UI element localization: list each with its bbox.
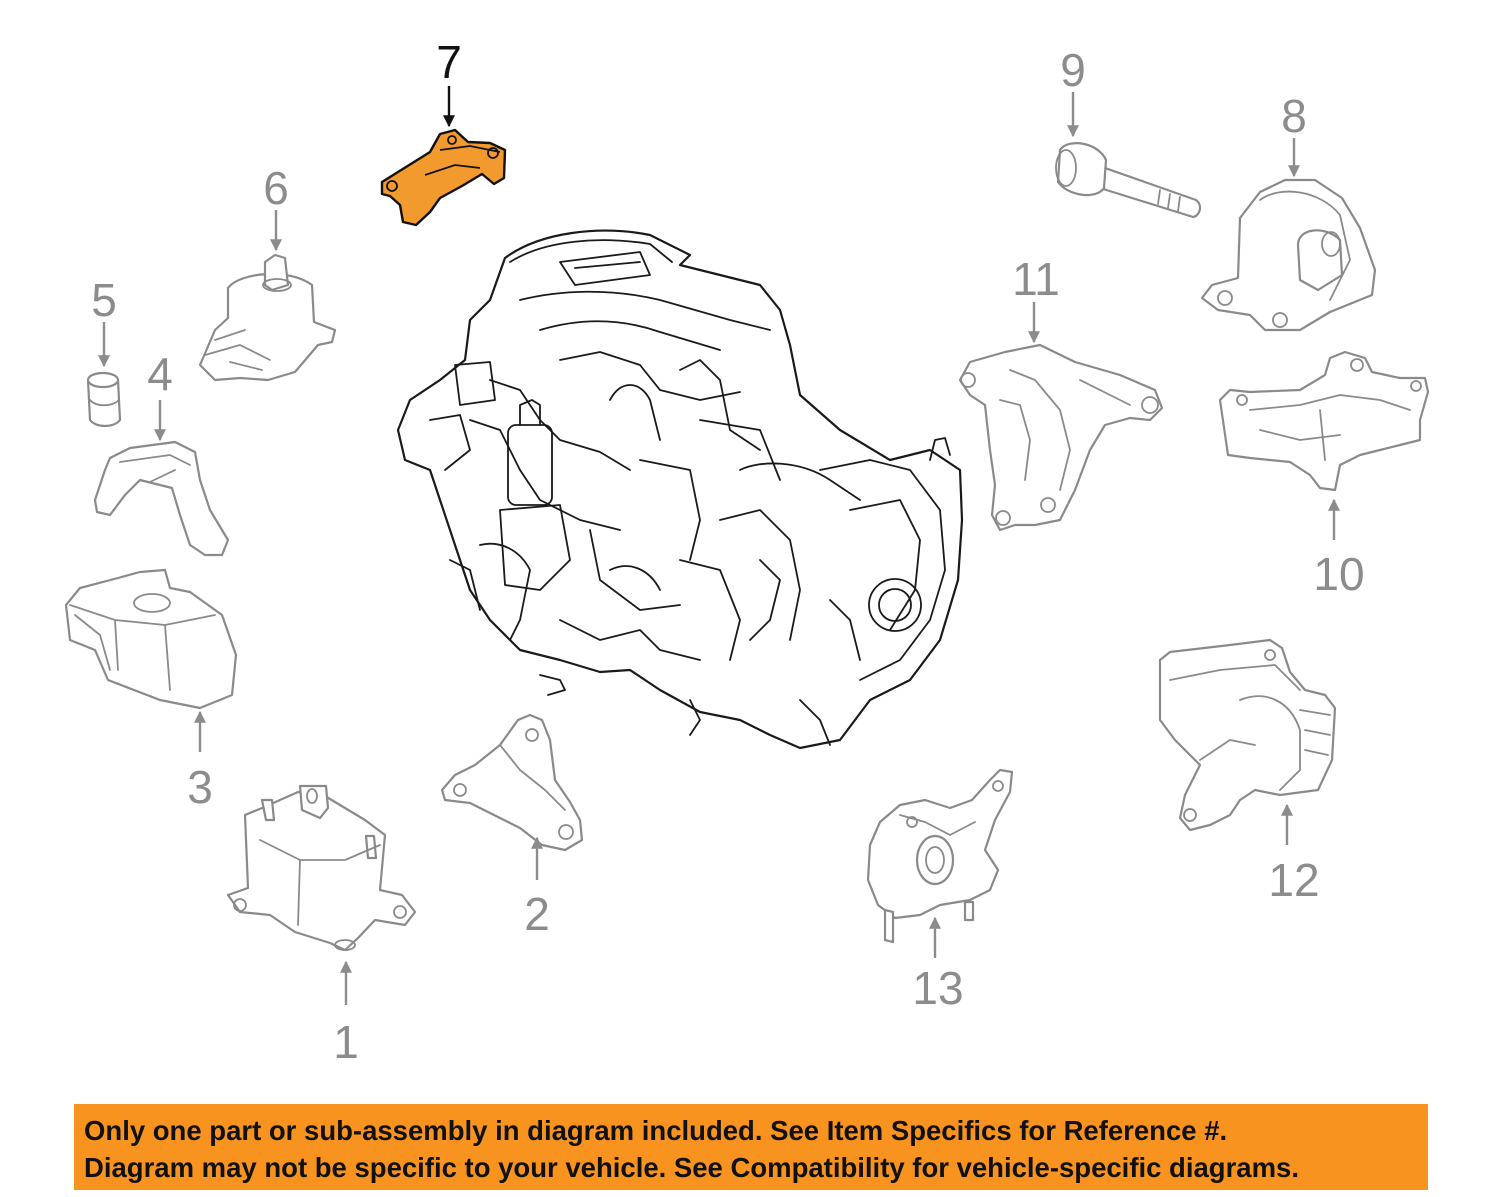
disclaimer-line-1: Only one part or sub-assembly in diagram…: [84, 1115, 1228, 1146]
callout-1: 1: [333, 960, 359, 1068]
callout-10-label: 10: [1313, 548, 1364, 600]
part-7-mount-bracket-highlighted: [380, 128, 507, 227]
part-5-bushing: [86, 371, 122, 428]
part-13-lower-mount: [866, 768, 1014, 944]
callout-4-label: 4: [147, 348, 173, 400]
callout-2-label: 2: [524, 888, 550, 940]
callout-7: 7: [436, 36, 462, 128]
callout-6-label: 6: [263, 162, 289, 214]
callout-4: 4: [147, 348, 173, 442]
callout-13-label: 13: [912, 962, 963, 1014]
parts-diagram: 1 2 3 4 5 6 7 8 9 10 11 12: [64, 36, 1430, 1068]
callout-5: 5: [91, 274, 117, 368]
callout-5-label: 5: [91, 274, 117, 326]
callout-8: 8: [1281, 90, 1307, 178]
part-2-mount-bracket: [440, 713, 584, 852]
part-3-upper-mount-bracket: [64, 568, 238, 710]
callout-10: 10: [1313, 498, 1365, 600]
callout-7-label: 7: [436, 36, 462, 88]
part-6-engine-mount: [198, 253, 337, 382]
part-10-upper-mount: [1218, 350, 1430, 492]
callout-9: 9: [1060, 44, 1086, 138]
callout-3: 3: [187, 710, 213, 813]
disclaimer-line-2: Diagram may not be specific to your vehi…: [84, 1152, 1299, 1183]
callout-2: 2: [524, 836, 550, 940]
part-8-rear-mount: [1200, 178, 1377, 332]
callout-11: 11: [1012, 253, 1060, 344]
part-4-mount-cover: [93, 440, 230, 557]
part-1-front-engine-mount: [226, 784, 417, 952]
disclaimer-banner: Only one part or sub-assembly in diagram…: [74, 1104, 1428, 1190]
part-11-side-bracket: [958, 343, 1164, 532]
callout-12-label: 12: [1268, 854, 1319, 906]
callout-1-label: 1: [333, 1016, 359, 1068]
callout-6: 6: [263, 162, 289, 252]
callout-13: 13: [912, 916, 964, 1014]
callout-11-label: 11: [1012, 253, 1060, 305]
part-9-mount-bolt: [1055, 142, 1202, 219]
callout-3-label: 3: [187, 761, 213, 813]
part-12-transmission-mount: [1158, 638, 1337, 832]
engine-assembly: [396, 229, 964, 750]
callout-12: 12: [1268, 803, 1320, 906]
callout-9-label: 9: [1060, 44, 1086, 96]
callout-8-label: 8: [1281, 90, 1307, 142]
